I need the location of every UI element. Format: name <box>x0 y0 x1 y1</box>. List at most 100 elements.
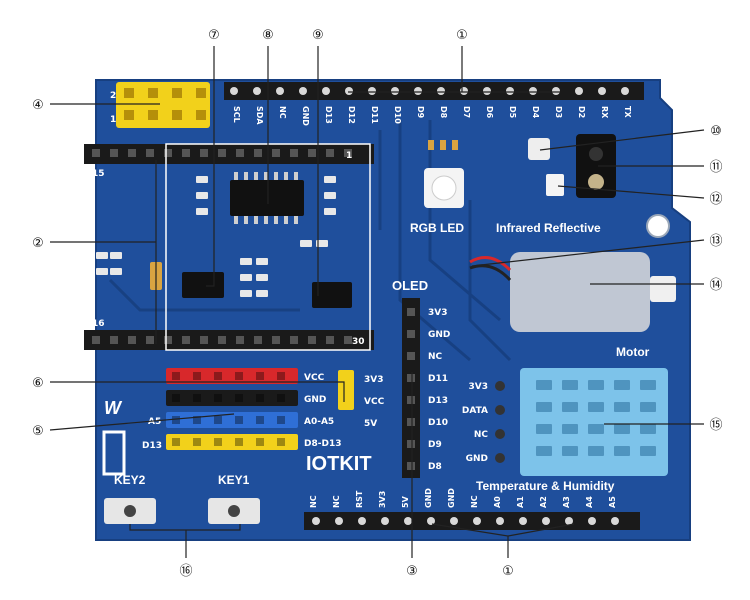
jumper-row <box>166 412 298 428</box>
smd-component <box>196 192 208 199</box>
power-select-label: VCC <box>364 397 385 407</box>
oled-pin <box>407 462 415 470</box>
potentiometer <box>528 138 550 160</box>
top-pin-label: D8 <box>439 106 448 119</box>
header-hole <box>92 336 100 344</box>
bottom-pin <box>542 517 550 525</box>
jumper-pin <box>193 438 201 446</box>
jumper-pin <box>256 416 264 424</box>
jumper-pin <box>256 438 264 446</box>
ic-pin <box>244 172 248 180</box>
top-pin-label: SDA <box>255 106 264 125</box>
callout-number: ⑥ <box>32 376 44 391</box>
jumper-row <box>166 368 298 384</box>
pcb-traces <box>108 120 512 362</box>
ic-chip-8 <box>230 180 304 216</box>
dht-vent <box>562 380 578 390</box>
bottom-pin-label: A4 <box>585 496 594 508</box>
smd-component <box>96 252 108 259</box>
callout-number: ① <box>502 564 514 579</box>
ic-pin <box>234 172 238 180</box>
callout-number: ⑭ <box>709 278 722 293</box>
callout-number: ② <box>32 236 44 251</box>
header-hole <box>308 149 316 157</box>
dht-vent <box>588 424 604 434</box>
bottom-pin <box>450 517 458 525</box>
bottom-pin-label: NC <box>309 495 318 508</box>
header-hole <box>290 336 298 344</box>
header-hole <box>272 149 280 157</box>
callout-line <box>557 185 705 199</box>
callout-number: ⑧ <box>262 28 274 43</box>
power-select-jumper <box>338 370 354 410</box>
sensor-pin-label: DATA <box>462 406 488 416</box>
top-pin-label: NC <box>278 106 287 119</box>
header-hole <box>236 336 244 344</box>
dht-vent <box>536 424 552 434</box>
bottom-pin <box>427 517 435 525</box>
callout-number: ⑬ <box>709 234 722 249</box>
dht-vent <box>588 402 604 412</box>
callout-number: ③ <box>406 564 418 579</box>
bottom-pin <box>381 517 389 525</box>
top-pin-label: D6 <box>485 106 494 119</box>
top-pin <box>460 87 468 95</box>
smd-component <box>196 176 208 183</box>
ic-pin <box>264 172 268 180</box>
top-pin <box>437 87 445 95</box>
smd-component <box>110 252 122 259</box>
status-leds <box>428 140 458 150</box>
jumper-pin <box>256 372 264 380</box>
header-hole <box>182 336 190 344</box>
callout-number: ⑨ <box>312 28 324 43</box>
oled-pin-label: NC <box>428 352 443 362</box>
top-pin-label: D4 <box>531 106 540 119</box>
header-hole <box>200 336 208 344</box>
oled-pin <box>407 440 415 448</box>
dht-vent <box>536 446 552 456</box>
sensor-pin <box>495 381 505 391</box>
top-pin <box>483 87 491 95</box>
top-pin <box>552 87 560 95</box>
bottom-pin <box>358 517 366 525</box>
ic-pin <box>274 216 278 224</box>
callout-line <box>50 381 345 402</box>
jumper-pin <box>172 438 180 446</box>
callout-number: ⑤ <box>32 424 44 439</box>
smd-component <box>110 268 122 275</box>
top-pin-label: GND <box>301 106 310 126</box>
bottom-pin-label: NC <box>332 495 341 508</box>
header-hole <box>326 149 334 157</box>
ic-pin <box>294 216 298 224</box>
sensor-pin-label: 3V3 <box>469 382 489 392</box>
oled-pin-label: D10 <box>428 418 448 428</box>
dht-vent <box>640 424 656 434</box>
jumper-pin <box>172 416 180 424</box>
dht-vent <box>562 424 578 434</box>
bottom-pin-label: A3 <box>562 496 571 508</box>
callout-number: ⑪ <box>709 160 722 175</box>
top-pin-label: TX <box>623 106 632 118</box>
dht-vent <box>562 446 578 456</box>
jumper-pin <box>214 394 222 402</box>
top-pin <box>322 87 330 95</box>
oled-pin <box>407 330 415 338</box>
top-pin-label: D7 <box>462 106 471 118</box>
callout-line <box>539 129 705 151</box>
bottom-pin-label: 5V <box>401 495 410 508</box>
jumper-pin <box>277 438 285 446</box>
callout-line <box>50 160 157 344</box>
callout-number: ⑯ <box>179 564 192 579</box>
jumper-pin <box>277 416 285 424</box>
expansion-header-top <box>84 144 374 164</box>
header-hole <box>344 149 352 157</box>
header-hole <box>146 149 154 157</box>
sensor-pin-label: NC <box>474 430 489 440</box>
bottom-pin-label: A1 <box>516 496 525 508</box>
jumper-pin <box>193 394 201 402</box>
sensor-pin-label: GND <box>466 454 488 464</box>
header-hole <box>308 336 316 344</box>
motor-wires <box>469 256 512 272</box>
bottom-pin <box>312 517 320 525</box>
